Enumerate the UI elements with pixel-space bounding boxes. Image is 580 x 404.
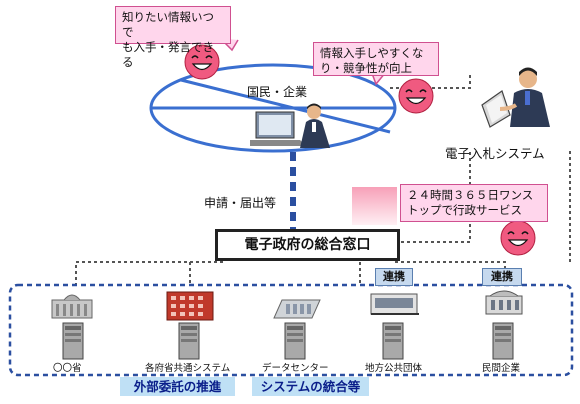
person-laptop-icon — [250, 103, 330, 148]
bubble-one-stop-service: ２４時間３６５日ワンス トップで行政サービス — [400, 184, 548, 222]
smiley-face-icon — [500, 220, 536, 256]
link-tag-2: 連携 — [482, 268, 522, 286]
bidding-person-icon — [481, 67, 550, 128]
bidding-link-line — [395, 150, 471, 243]
server-icon — [284, 322, 306, 360]
smiley-face-icon — [398, 78, 434, 114]
application-label: 申請・届出等 — [204, 196, 277, 210]
smiley-face-icon — [184, 44, 220, 80]
citizens-label: 国民・企業 — [247, 85, 308, 99]
server-icon — [178, 322, 200, 360]
node-label-data-center: データセンター — [262, 363, 329, 374]
bidding-system-label: 電子入札システム — [445, 146, 545, 161]
portal-box[interactable]: 電子政府の総合窓口 — [215, 229, 400, 261]
bubble-competition: 情報入手しやすくな り・競争性が向上 — [313, 42, 439, 76]
ministry-building-icon — [51, 294, 93, 319]
tree-right2-line — [395, 261, 506, 285]
node-label-private-company: 民間企業 — [482, 363, 521, 374]
ellipse-cross-line-1 — [180, 78, 391, 134]
private-company-building-icon — [485, 290, 523, 315]
tree-left-line — [75, 261, 223, 285]
server-icon — [62, 322, 84, 360]
link-tag-1: 連携 — [375, 268, 413, 286]
node-label-common-system: 各府省共通システム — [145, 363, 231, 374]
data-center-building-icon — [273, 299, 321, 319]
system-integration-label: システムの統合等 — [252, 377, 369, 396]
pink-decor — [352, 187, 397, 225]
bubble-info-anytime: 知りたい情報いつで も入手・発言できる — [115, 6, 231, 69]
common-system-building-icon — [166, 291, 214, 321]
node-label-local-government: 地方公共団体 — [365, 363, 423, 374]
outsourcing-label: 外部委託の推進 — [120, 377, 235, 396]
local-government-building-icon — [370, 293, 419, 315]
server-icon — [382, 322, 404, 360]
systems-container — [8, 283, 574, 377]
node-label-ministry: 〇〇省 — [53, 363, 82, 374]
server-icon — [492, 322, 514, 360]
